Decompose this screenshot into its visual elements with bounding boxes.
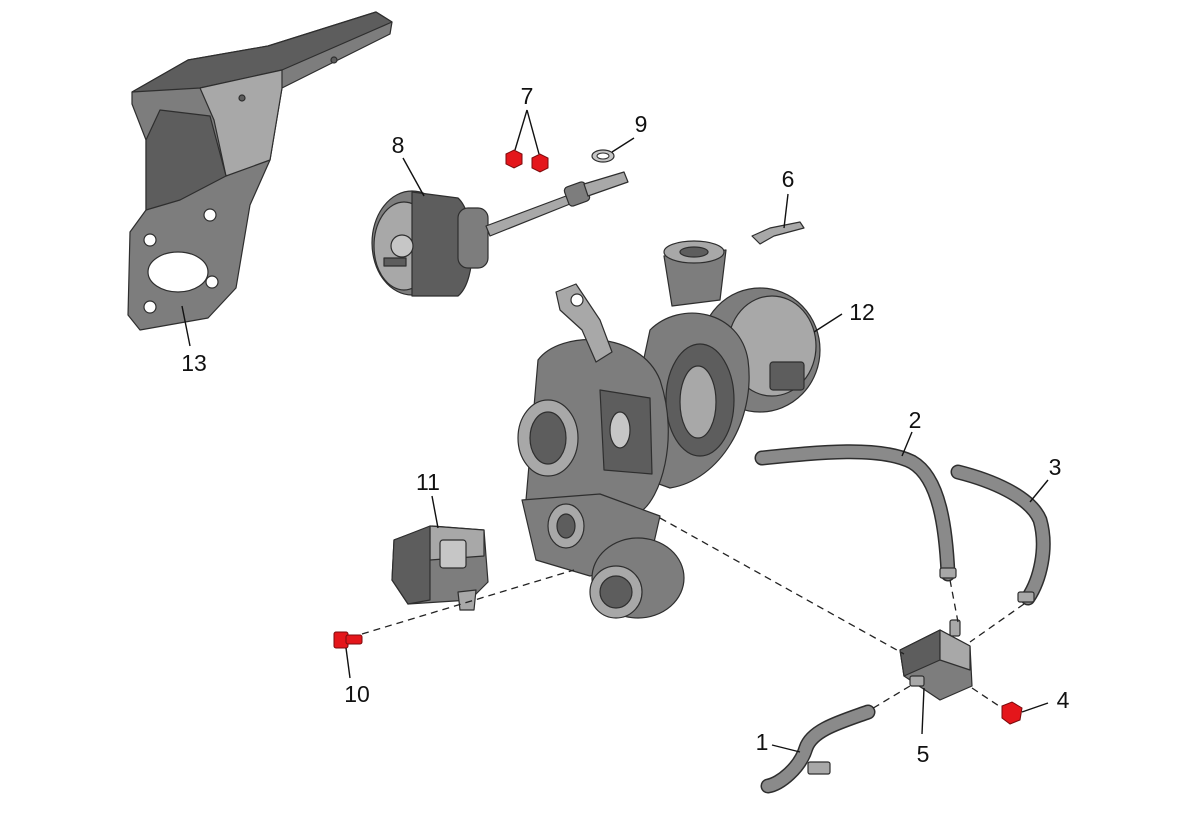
- callout-13: 13: [181, 350, 207, 376]
- callout-11: 11: [416, 469, 440, 495]
- part-8-wastegate-actuator: [371, 171, 629, 297]
- callout-6: 6: [782, 166, 795, 192]
- part-13-heat-shield: [127, 11, 393, 331]
- callout-5: 5: [917, 741, 930, 767]
- callout-8: 8: [392, 132, 405, 158]
- part-6-bracket: [751, 221, 805, 245]
- part-3-vacuum-hose: [950, 464, 1051, 606]
- part-5-solenoid-valve: [899, 619, 973, 701]
- part-9-washer: [591, 149, 615, 163]
- leader-lines: [181, 109, 1049, 753]
- callout-2: 2: [909, 407, 922, 433]
- callout-4: 4: [1057, 687, 1070, 713]
- part-10-bolt: [333, 631, 363, 649]
- part-12-turbocharger: [517, 240, 821, 619]
- part-2-vacuum-hose: [754, 444, 957, 582]
- callout-12: 12: [849, 299, 875, 325]
- part-1-lower-hose: [760, 704, 876, 794]
- part-7-nuts: [505, 149, 549, 173]
- callout-3: 3: [1049, 454, 1062, 480]
- part-4-bolt: [1001, 701, 1023, 725]
- part-11-electric-actuator: [391, 525, 489, 611]
- assembly-lines: [361, 517, 1025, 711]
- callout-labels: 1 2 3 4 5 6 7 8 9 10 11 12 13: [181, 83, 1069, 767]
- callout-10: 10: [344, 681, 370, 707]
- callout-1: 1: [756, 729, 769, 755]
- callout-7: 7: [521, 83, 534, 109]
- callout-9: 9: [635, 111, 648, 137]
